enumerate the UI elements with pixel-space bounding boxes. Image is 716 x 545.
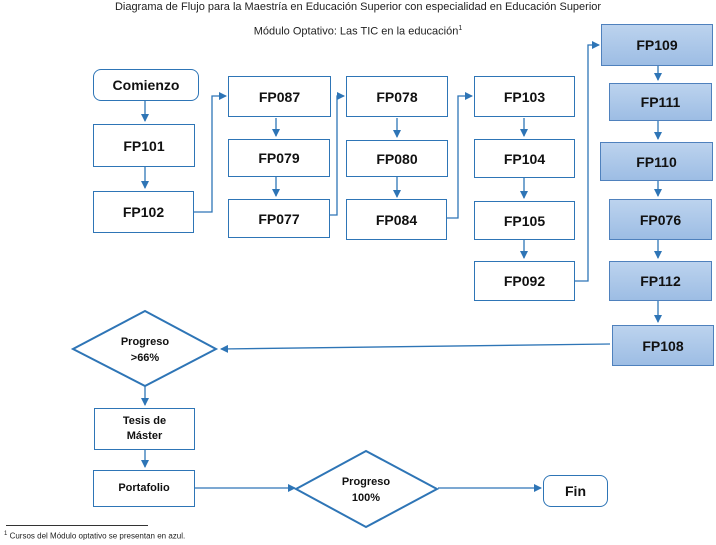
diagram-title: Diagrama de Flujo para la Maestría en Ed… xyxy=(114,1,602,13)
course-fp084: FP084 xyxy=(346,199,447,240)
optional-course-fp109: FP109 xyxy=(601,24,713,66)
course-fp077: FP077 xyxy=(228,199,330,238)
progress66-line2: >66% xyxy=(130,352,160,364)
progress100-line2: 100% xyxy=(351,492,381,504)
course-fp101: FP101 xyxy=(93,124,195,167)
footnote: 1 Cursos del Módulo optativo se presenta… xyxy=(4,531,185,541)
optional-course-fp076: FP076 xyxy=(609,199,712,240)
arrow-fp092-fp109 xyxy=(575,41,600,282)
progress100-line1: Progreso xyxy=(341,476,391,488)
arrow-fp102-fp087 xyxy=(194,92,227,213)
thesis-line2: Máster xyxy=(126,430,163,442)
course-fp092: FP092 xyxy=(474,261,575,301)
footnote-divider xyxy=(6,525,148,526)
progress100-label: Progreso 100% xyxy=(316,474,416,506)
end-node: Fin xyxy=(543,475,608,507)
course-fp080: FP080 xyxy=(346,140,448,177)
course-fp104: FP104 xyxy=(474,139,575,178)
thesis-line1: Tesis de xyxy=(122,415,167,427)
progress66-label: Progreso >66% xyxy=(95,334,195,366)
footnote-text: Cursos del Módulo optativo se presentan … xyxy=(9,531,186,541)
course-fp087: FP087 xyxy=(228,76,331,117)
arrow-fp108-progress66 xyxy=(220,343,611,353)
optional-course-fp111: FP111 xyxy=(609,83,712,121)
course-fp079: FP079 xyxy=(228,139,330,177)
start-node: Comienzo xyxy=(93,69,199,101)
course-fp105: FP105 xyxy=(474,201,575,240)
subtitle-text: Módulo Optativo: Las TIC en la educación xyxy=(253,25,459,38)
diagram-subtitle: Módulo Optativo: Las TIC en la educación… xyxy=(0,25,716,38)
optional-course-fp108: FP108 xyxy=(612,325,714,366)
thesis-box: Tesis de Máster xyxy=(94,408,195,450)
progress66-line1: Progreso xyxy=(120,336,170,348)
arrow-fp084-fp103 xyxy=(447,92,473,219)
optional-course-fp110: FP110 xyxy=(600,142,713,181)
subtitle-footnote-mark: 1 xyxy=(458,25,463,32)
course-fp102: FP102 xyxy=(93,191,194,233)
portfolio-box: Portafolio xyxy=(93,470,195,507)
optional-course-fp112: FP112 xyxy=(609,261,712,301)
arrow-fp077-fp078 xyxy=(330,92,345,216)
course-fp103: FP103 xyxy=(474,76,575,117)
footnote-mark: 1 xyxy=(4,531,8,537)
progress66-diamond xyxy=(70,309,219,388)
course-fp078: FP078 xyxy=(346,76,448,117)
progress100-diamond xyxy=(293,449,440,529)
